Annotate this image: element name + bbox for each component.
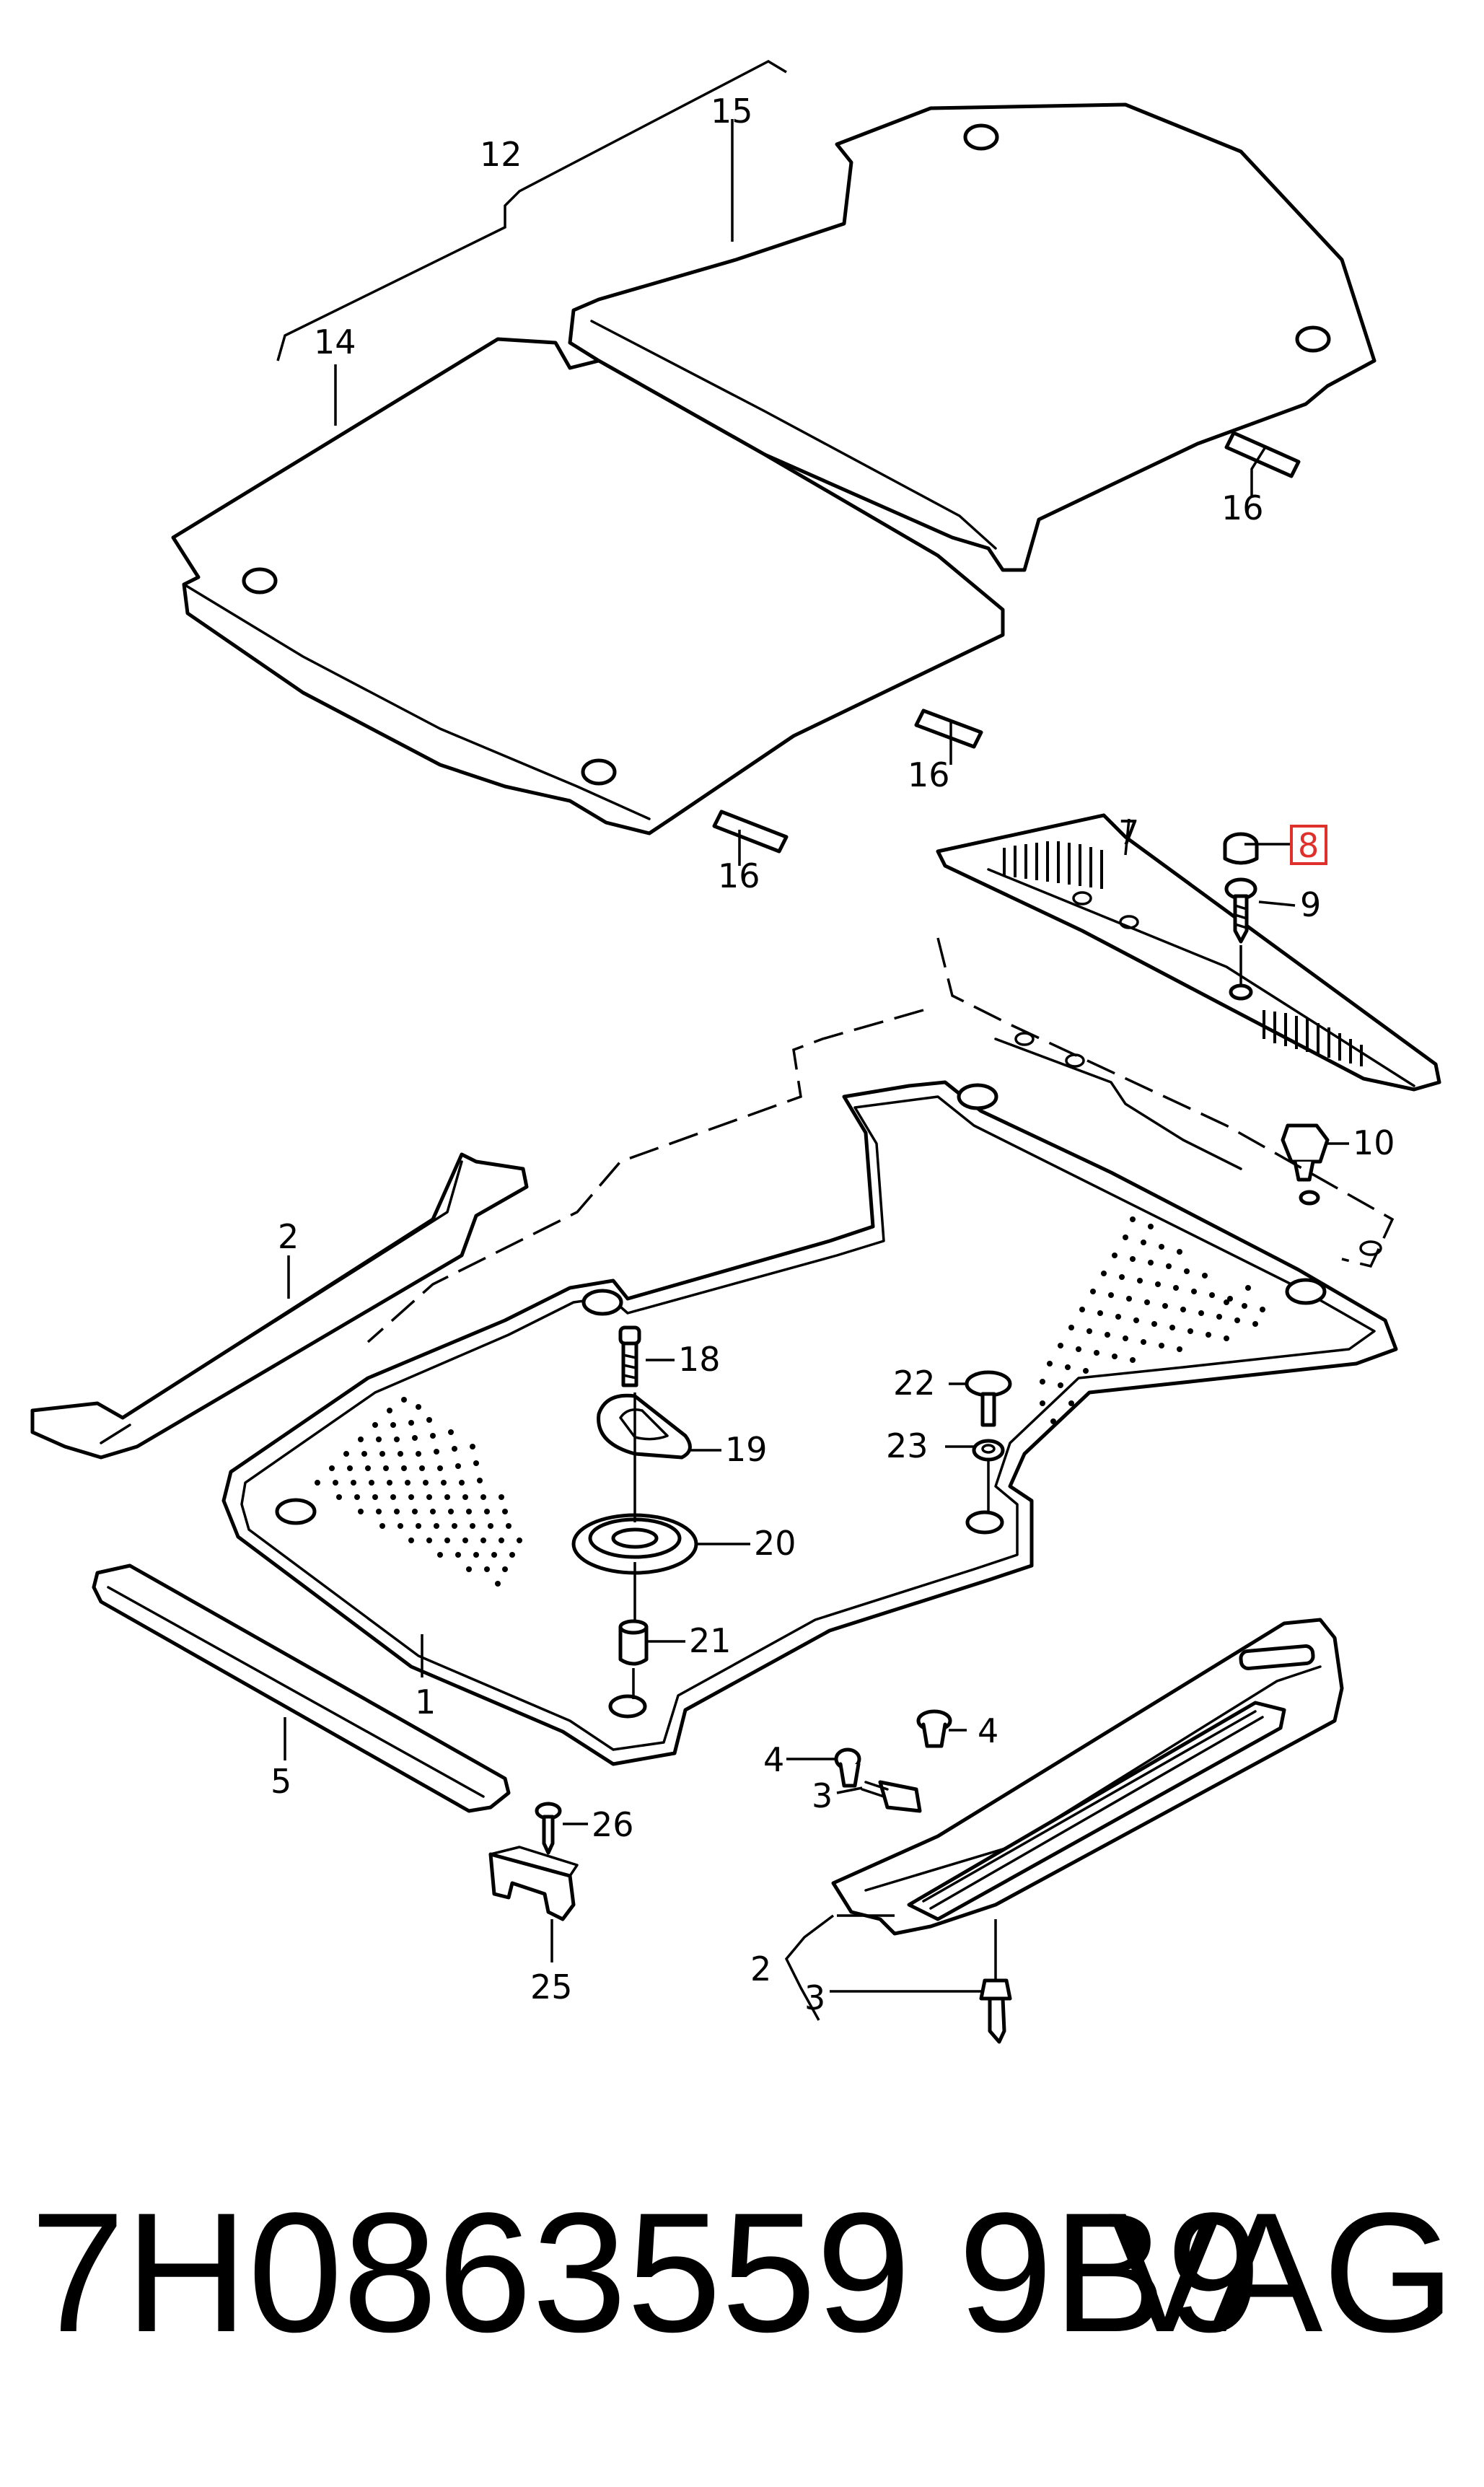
callout-3-lower: 3: [804, 1978, 825, 2017]
sill-trim-2-right: [831, 1618, 1344, 1936]
spacer-21: [618, 1619, 649, 1666]
rear-trim-7: [936, 813, 1441, 1092]
callout-4-right: 4: [978, 1711, 998, 1750]
mat-perforation-left: [315, 1397, 522, 1587]
callout-2-right: 2: [750, 1949, 771, 1988]
callout-22: 22: [893, 1364, 936, 1403]
clip-4-a: [916, 1709, 952, 1748]
floor-panel-front: [171, 337, 1005, 835]
washer-23: [972, 1439, 1005, 1462]
strip-16-c: [712, 810, 789, 854]
callout-16-top: 16: [1221, 488, 1264, 527]
callout-16-middle: 16: [908, 755, 950, 794]
screw-3-a: [861, 1780, 922, 1813]
bolt-18: [618, 1325, 641, 1387]
sill-trim-2-left: [30, 1152, 529, 1460]
floor-panel-rear: [568, 102, 1377, 572]
clip-4-b: [834, 1747, 861, 1788]
grommet-20: [571, 1513, 698, 1575]
strip-16-b: [914, 709, 983, 749]
callout-26: 26: [592, 1805, 634, 1844]
clip-10-hole: [1299, 1190, 1320, 1206]
screw-26: [535, 1802, 562, 1855]
bracket-25: [488, 1846, 579, 1921]
rear-trim-grille-left: [1003, 841, 1103, 889]
rear-trim-grille-right: [1263, 1010, 1363, 1066]
clip-10: [1281, 1123, 1330, 1182]
screw-9-hole: [1229, 983, 1253, 1001]
callout-14: 14: [314, 323, 356, 361]
screw-3-b: [979, 1978, 1012, 2044]
cap-8: [1223, 832, 1259, 865]
callout-9: 9: [1300, 885, 1321, 924]
callout-8-highlight: [1290, 825, 1327, 865]
screw-9: [1224, 877, 1257, 944]
part-number: 7H0863559 9B9: [30, 2177, 1261, 2368]
callout-25: 25: [530, 1968, 573, 2006]
callout-8: 8: [1298, 826, 1319, 865]
callout-10: 10: [1353, 1123, 1395, 1162]
callout-2-left: 2: [278, 1217, 299, 1256]
callout-21: 21: [689, 1621, 732, 1660]
floor-mat-1: [221, 1038, 1398, 1766]
callout-5: 5: [271, 1762, 291, 1801]
callout-23: 23: [886, 1426, 928, 1465]
callout-7: 7: [1118, 813, 1139, 852]
callout-12: 12: [480, 135, 522, 174]
screw-22: [965, 1370, 1012, 1427]
strip-16-a: [1224, 431, 1301, 478]
sill-trim-5: [92, 1563, 511, 1813]
callout-16-bottom: 16: [718, 856, 760, 895]
callout-15: 15: [711, 92, 753, 131]
callout-1: 1: [415, 1683, 436, 1721]
callout-20: 20: [754, 1524, 796, 1563]
callout-3-upper: 3: [812, 1776, 833, 1815]
callout-18: 18: [678, 1340, 721, 1379]
brand-label: VAG: [1108, 2177, 1455, 2368]
callout-4-left: 4: [763, 1740, 784, 1779]
mat-perforation-right: [1040, 1216, 1265, 1424]
callout-19: 19: [725, 1430, 768, 1469]
